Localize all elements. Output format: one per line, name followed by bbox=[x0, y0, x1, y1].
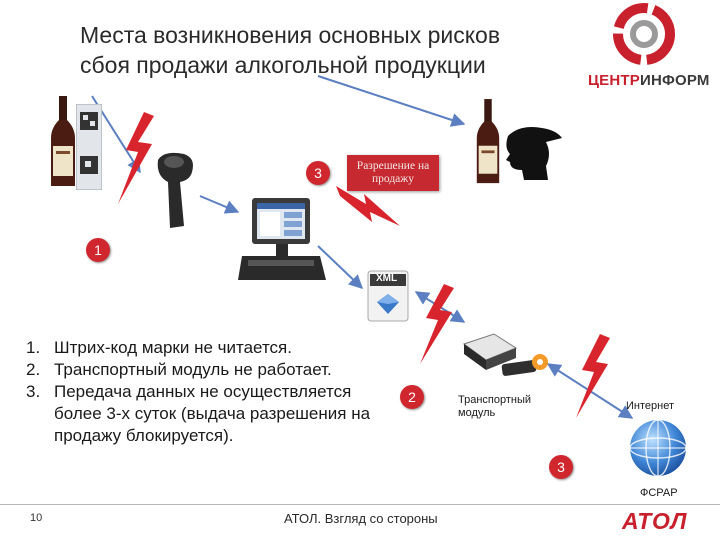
logo-text-part2: ИНФОРМ bbox=[639, 72, 710, 89]
wine-bottle-right-icon bbox=[476, 99, 500, 184]
badge-3-bottom: 3 bbox=[549, 455, 573, 479]
lightning-bolt-icon bbox=[118, 112, 154, 204]
permit-line-1: Разрешение на bbox=[356, 160, 430, 172]
pos-terminal-icon bbox=[238, 198, 326, 280]
page-number: 10 bbox=[30, 512, 43, 524]
logo-text-part1: ЦЕНТР bbox=[588, 72, 640, 89]
arrow-pos-fsrar bbox=[317, 75, 466, 127]
badge-1: 1 bbox=[86, 238, 110, 262]
internet-label: Интернет bbox=[626, 400, 674, 412]
risk-num-2: 2. bbox=[26, 360, 41, 379]
risk-text-3: Передача данных не осуществляется более … bbox=[54, 382, 371, 445]
barcode-scanner-icon bbox=[157, 152, 193, 228]
xml-file-icon bbox=[367, 270, 409, 322]
slide-title: Места возникновения основных рисков сбоя… bbox=[80, 20, 560, 80]
transport-label-line-1: Транспортный bbox=[458, 394, 532, 406]
risk-item-2: 2. Транспортный модуль не работает. bbox=[26, 359, 386, 381]
risk-item-1: 1. Штрих-код марки не читается. bbox=[26, 337, 386, 359]
lightning-bolt-icon-top bbox=[336, 186, 400, 226]
permit-line-2: продажу bbox=[372, 173, 414, 185]
badge-2: 2 bbox=[400, 385, 424, 409]
badge-3-top: 3 bbox=[306, 161, 330, 185]
arrow-scanner-pos bbox=[199, 195, 240, 214]
centrinform-logo-icon bbox=[613, 3, 675, 65]
transport-module-label: Транспортный модуль bbox=[458, 394, 531, 420]
fsrar-label: ФСРАР bbox=[640, 487, 678, 499]
risk-text-2: Транспортный модуль не работает. bbox=[54, 360, 332, 379]
footer-divider bbox=[0, 504, 720, 505]
atol-logo: АТОЛ bbox=[622, 508, 688, 534]
title-line-2: сбоя продажи алкогольной продукции bbox=[80, 52, 486, 78]
risk-text-1: Штрих-код марки не читается. bbox=[54, 338, 292, 357]
transport-module-icon bbox=[462, 333, 548, 376]
centrinform-logo-text: ЦЕНТРИНФОРМ bbox=[588, 72, 710, 89]
person-silhouette-icon bbox=[506, 127, 562, 180]
transport-label-line-2: модуль bbox=[458, 407, 496, 419]
risk-num-3: 3. bbox=[26, 382, 41, 401]
risk-num-1: 1. bbox=[26, 338, 41, 357]
excise-stamp-icon bbox=[76, 104, 102, 190]
globe-icon bbox=[629, 419, 687, 477]
risk-item-3: 3. Передача данных не осуществляется боле… bbox=[26, 381, 386, 447]
xml-label: XML bbox=[376, 273, 398, 284]
lightning-bolt-icon-right bbox=[576, 334, 610, 418]
risk-list: 1. Штрих-код марки не читается. 2. Транспо… bbox=[26, 337, 386, 447]
title-line-1: Места возникновения основных рисков bbox=[80, 22, 501, 48]
arrow-pos-xml bbox=[317, 245, 364, 289]
lightning-bolt-icon-middle bbox=[420, 284, 454, 364]
footer-text: АТОЛ. Взгляд со стороны bbox=[284, 511, 438, 526]
wine-bottle-icon bbox=[51, 96, 75, 186]
